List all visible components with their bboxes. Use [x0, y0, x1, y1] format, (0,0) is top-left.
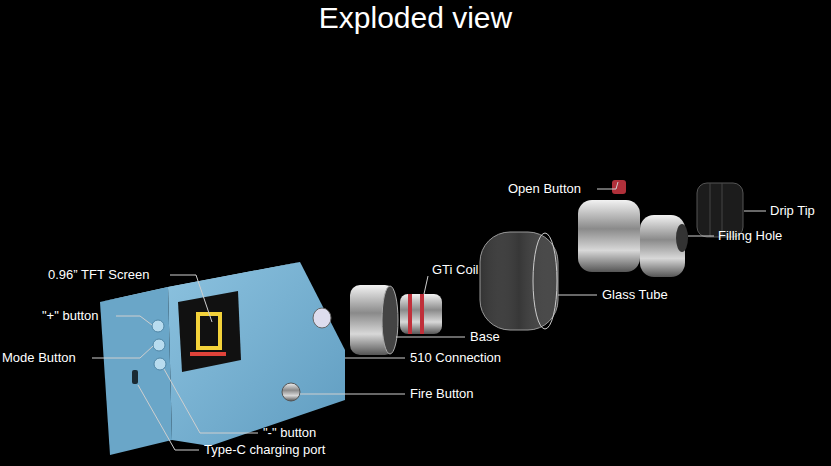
glass-rim: [533, 233, 557, 329]
connection-510: [313, 308, 331, 328]
plus-button: [152, 320, 164, 332]
diagram-title: Exploded view: [0, 0, 831, 36]
fire-button: [282, 383, 300, 401]
mode-button: [153, 339, 165, 351]
leader-line: [116, 316, 152, 325]
leader-line: [92, 346, 153, 358]
open-button: [612, 180, 626, 194]
leader-line: [164, 369, 258, 433]
part-label: Open Button: [508, 181, 581, 197]
part-label: "+" button: [42, 308, 99, 324]
minus-button: [154, 358, 166, 370]
coil-ring: [420, 294, 424, 334]
screen-bar: [190, 352, 226, 356]
leader-line: [345, 358, 405, 359]
leader-line: [138, 385, 199, 450]
part-label: GTi Coil: [432, 262, 478, 278]
part-label: Glass Tube: [602, 287, 668, 303]
mod-front: [100, 287, 172, 455]
part-label: Base: [470, 329, 500, 345]
leader-line: [688, 236, 714, 237]
leader-line: [424, 276, 428, 294]
part-label: Drip Tip: [770, 203, 815, 219]
coil-ring: [408, 294, 412, 334]
leader-line: [558, 295, 597, 296]
leader-line: [300, 394, 405, 395]
leader-line: [744, 211, 766, 212]
base-rim: [382, 286, 398, 354]
mod-side: [168, 262, 345, 446]
screen-digits: [198, 314, 220, 348]
part-label: Mode Button: [2, 350, 76, 366]
type-c-port: [132, 370, 138, 384]
filling-hole: [676, 224, 688, 252]
leader-line: [396, 337, 465, 338]
part-label: Type-C charging port: [204, 442, 325, 458]
part-label: Fire Button: [410, 386, 474, 402]
tft-screen: [178, 291, 241, 372]
part-label: 510 Connection: [410, 350, 501, 366]
leader-line: [597, 182, 618, 189]
part-label: "-" button: [263, 425, 316, 441]
drip-tip-groove: [710, 183, 711, 237]
glass-tube: [480, 232, 558, 330]
leader-line: [170, 275, 212, 322]
part-label: 0.96” TFT Screen: [48, 267, 149, 283]
part-label: Filling Hole: [718, 228, 782, 244]
gti-coil: [400, 294, 442, 334]
top-cap: [578, 200, 640, 272]
